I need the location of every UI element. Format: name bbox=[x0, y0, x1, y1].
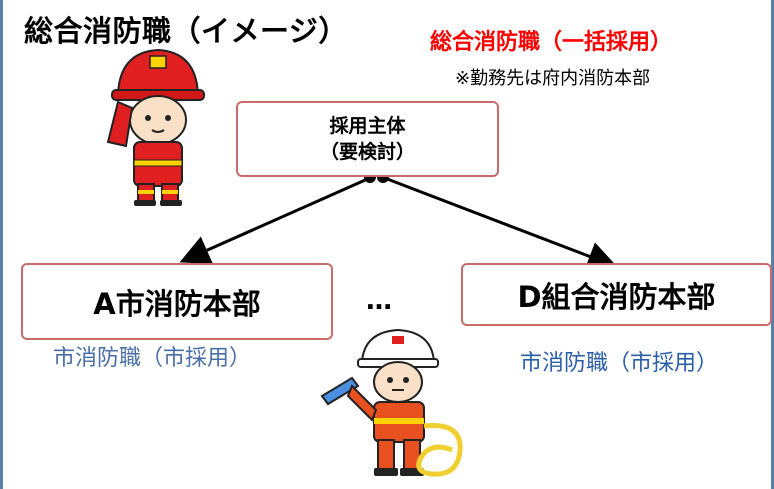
d-union-fire-dept-box: D組合消防本部 bbox=[461, 263, 772, 326]
a-city-fire-dept-label: A市消防本部 bbox=[93, 286, 261, 321]
recruiting-entity-box: 採用主体 （要検討） bbox=[236, 101, 499, 177]
d-union-staff-label: 市消防職（市採用） bbox=[520, 351, 719, 376]
frame-right-border bbox=[771, 0, 774, 489]
firefighter-with-hose-icon bbox=[320, 328, 463, 477]
d-union-fire-dept-label: D組合消防本部 bbox=[517, 279, 716, 314]
recruiting-entity-label: 採用主体 bbox=[329, 115, 406, 137]
recruiting-entity-note: （要検討） bbox=[319, 141, 415, 163]
frame-left-border bbox=[0, 0, 3, 489]
a-city-fire-dept-box: A市消防本部 bbox=[21, 263, 333, 340]
ellipsis: … bbox=[366, 286, 395, 316]
red-heading: 総合消防職（一括採用） bbox=[430, 30, 673, 55]
diagram-title: 総合消防職（イメージ） bbox=[24, 14, 348, 48]
workplace-note: ※勤務先は府内消防本部 bbox=[455, 68, 651, 89]
a-city-staff-label: 市消防職（市採用） bbox=[53, 346, 252, 371]
firefighter-saluting-icon bbox=[106, 48, 205, 206]
